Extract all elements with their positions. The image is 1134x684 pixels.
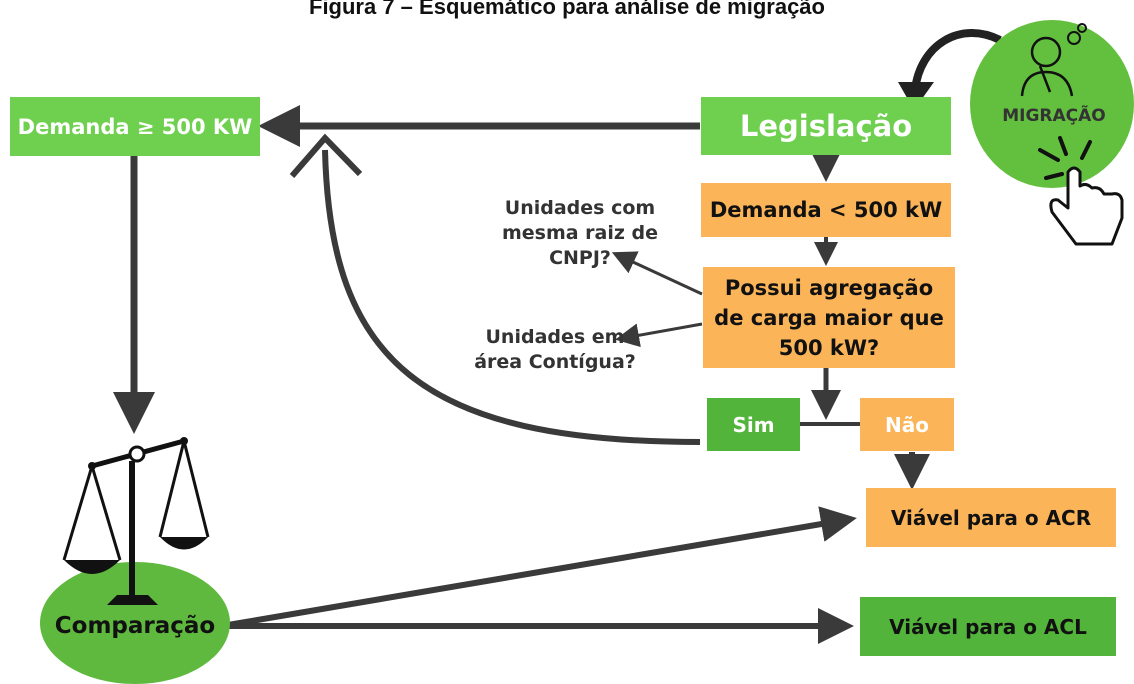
note-contigua: Unidades em área Contígua? [474,326,636,373]
node-acr: Viável para o ACR [866,488,1116,547]
arrow-agregacao-cnpj [611,251,703,296]
node-agregacao: Possui agregação de carga maior que 500 … [703,267,955,368]
note-cnpj: Unidades com mesma raiz de CNPJ? [501,197,659,269]
node-comparacao: Comparação [54,613,216,639]
comparacao-circle [40,562,230,684]
arrow-sim-curve [322,149,701,445]
arrow-comparacao-acr [221,506,857,629]
node-demanda-maior: Demanda ≥ 500 KW [10,97,260,156]
node-demanda-menor: Demanda < 500 kW [701,183,951,237]
arrow-sim-curve-head [289,133,363,178]
node-sim: Sim [707,398,800,451]
node-legislacao: Legislação [701,97,951,155]
arrow-agregacao-contigua [615,322,703,348]
node-nao: Não [860,398,954,451]
arrow-migracao-head [898,82,934,110]
figure-title: Figura 7 – Esquemático para análise de m… [309,0,825,19]
arrow-migracao-legislacao [911,29,1002,91]
node-migracao: MIGRAÇÃO [1002,106,1106,126]
node-acl: Viável para o ACL [860,597,1116,656]
